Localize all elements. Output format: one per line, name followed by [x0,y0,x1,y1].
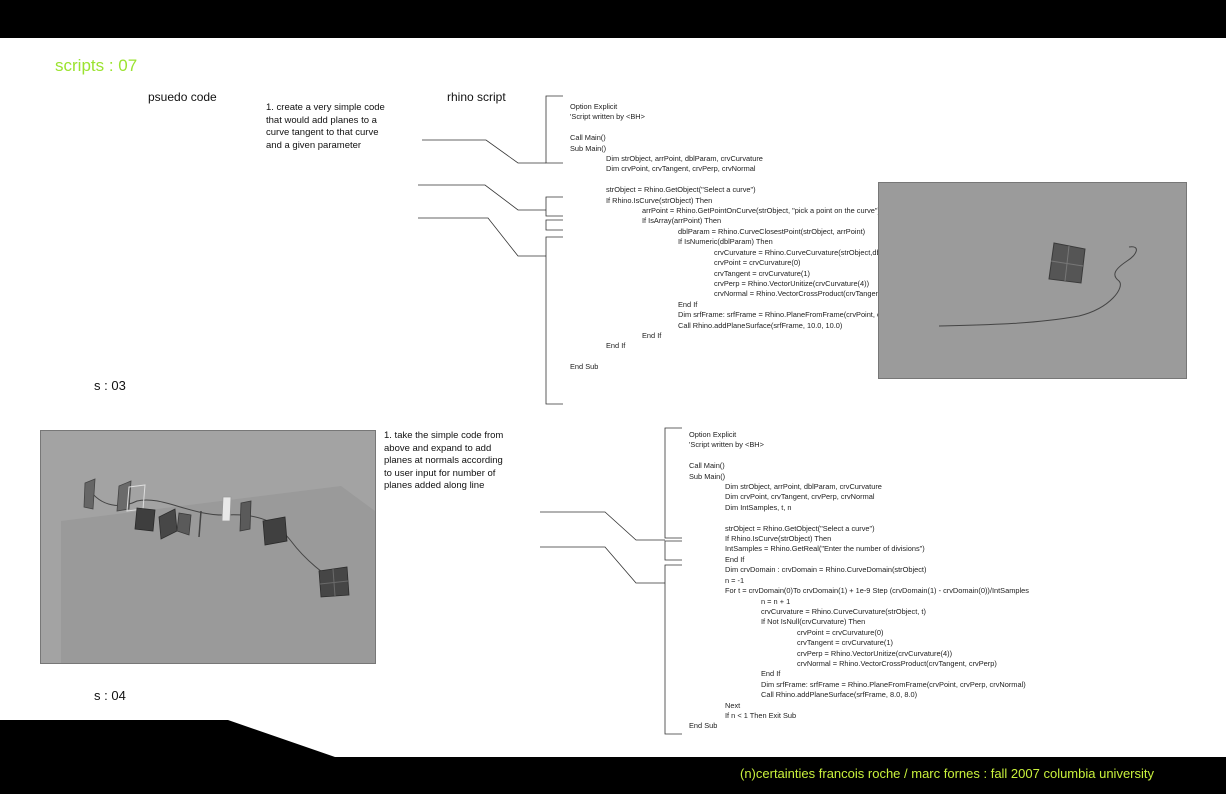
section2-description: 1. take the simple code from above and e… [384,430,504,491]
section1-label: s : 03 [94,378,126,393]
viewport-render [61,478,375,663]
section1-description: 1. create a very simple code that would … [266,102,385,151]
footer-credit: (n)certainties francois roche / marc for… [740,766,1155,781]
section2-viewport [40,430,376,664]
top-bar [0,0,1226,38]
page-title: scripts : 07 [55,56,138,75]
rhino-script-heading: rhino script [447,90,506,104]
section2-code: Option Explicit 'Script written by <BH> … [689,430,1029,731]
bottom-bar [0,720,1226,794]
pseudo-code-heading: psuedo code [148,90,217,104]
section1-code: Option Explicit 'Script written by <BH> … [570,102,943,372]
section1-viewport [878,182,1187,379]
viewport-render [938,242,1137,327]
section2-label: s : 04 [94,688,126,703]
